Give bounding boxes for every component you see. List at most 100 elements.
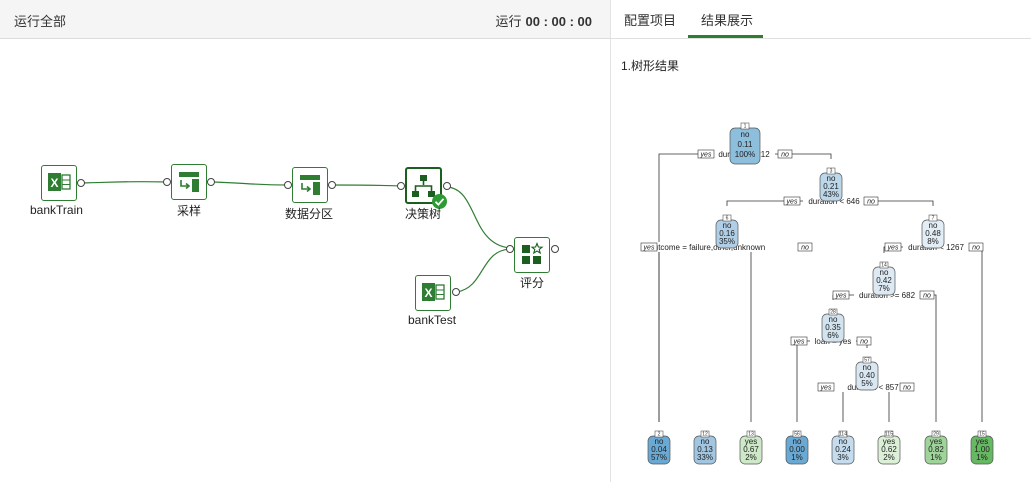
svg-text:yes: yes bbox=[793, 339, 805, 346]
tab-results[interactable]: 结果展示 bbox=[701, 13, 754, 28]
svg-text:no: no bbox=[827, 174, 836, 183]
svg-text:3%: 3% bbox=[837, 453, 849, 462]
svg-text:1%: 1% bbox=[791, 453, 803, 462]
partition-icon bbox=[300, 175, 320, 195]
svg-text:1%: 1% bbox=[930, 453, 942, 462]
svg-text:no: no bbox=[860, 339, 868, 346]
excel-icon: X bbox=[48, 173, 71, 191]
svg-text:7: 7 bbox=[932, 216, 935, 222]
svg-text:no: no bbox=[793, 437, 802, 446]
node-label: 决策树 bbox=[405, 207, 442, 221]
sample-icon bbox=[179, 172, 199, 192]
svg-text:X: X bbox=[424, 286, 432, 300]
svg-text:no: no bbox=[655, 437, 664, 446]
svg-text:57%: 57% bbox=[651, 453, 667, 462]
svg-text:2%: 2% bbox=[745, 453, 757, 462]
input-port[interactable] bbox=[163, 178, 171, 186]
timer-label: 运行 bbox=[495, 14, 522, 29]
no-branch-label: no bbox=[863, 196, 879, 206]
svg-text:8%: 8% bbox=[927, 237, 939, 246]
svg-text:13: 13 bbox=[748, 432, 754, 438]
node-banktest[interactable]: X bbox=[415, 275, 451, 311]
svg-text:43%: 43% bbox=[823, 190, 839, 199]
svg-text:X: X bbox=[50, 176, 58, 190]
svg-text:no: no bbox=[723, 221, 732, 230]
no-branch-label: no bbox=[899, 382, 915, 392]
output-port[interactable] bbox=[77, 179, 85, 187]
svg-text:no: no bbox=[867, 199, 875, 206]
tab-config[interactable]: 配置项目 bbox=[624, 13, 677, 28]
node-score[interactable] bbox=[514, 237, 550, 273]
svg-text:0.67: 0.67 bbox=[743, 445, 759, 454]
svg-text:29: 29 bbox=[933, 432, 939, 438]
svg-text:yes: yes bbox=[887, 245, 899, 252]
svg-text:no: no bbox=[972, 245, 980, 252]
svg-text:35%: 35% bbox=[719, 237, 735, 246]
input-port[interactable] bbox=[397, 182, 405, 190]
svg-text:6%: 6% bbox=[827, 331, 839, 340]
svg-text:no: no bbox=[741, 130, 750, 139]
svg-text:yes: yes bbox=[786, 199, 798, 206]
svg-text:poutcome = failure,other,unkno: poutcome = failure,other,unknown bbox=[645, 243, 765, 252]
node-partition[interactable] bbox=[292, 167, 328, 203]
connector-dtree-score bbox=[446, 186, 511, 249]
svg-text:56: 56 bbox=[794, 432, 800, 438]
node-label: bankTrain bbox=[30, 203, 83, 217]
node-label: bankTest bbox=[408, 313, 457, 327]
input-port[interactable] bbox=[506, 245, 514, 253]
svg-text:0.21: 0.21 bbox=[823, 182, 839, 191]
output-port[interactable] bbox=[328, 181, 336, 189]
svg-text:33%: 33% bbox=[697, 453, 713, 462]
node-sample[interactable] bbox=[171, 164, 207, 200]
connector-banktrain-sample bbox=[80, 180, 168, 184]
svg-text:0.62: 0.62 bbox=[881, 445, 897, 454]
output-port[interactable] bbox=[443, 182, 451, 190]
svg-text:0.00: 0.00 bbox=[789, 445, 805, 454]
svg-text:5%: 5% bbox=[861, 379, 873, 388]
svg-text:114: 114 bbox=[839, 432, 847, 438]
svg-text:yes: yes bbox=[820, 385, 832, 392]
yes-branch-label: yes bbox=[697, 149, 715, 159]
svg-text:2: 2 bbox=[658, 432, 661, 438]
svg-text:yes: yes bbox=[643, 245, 655, 252]
output-port[interactable] bbox=[551, 245, 559, 253]
run-all-button[interactable]: 运行全部 bbox=[14, 14, 67, 29]
no-branch-label: no bbox=[919, 290, 935, 300]
svg-text:115: 115 bbox=[885, 432, 893, 438]
yes-branch-label: yes bbox=[790, 336, 808, 346]
svg-text:57: 57 bbox=[864, 358, 870, 364]
result-tabs: 配置项目 结果展示 bbox=[611, 0, 1031, 39]
svg-text:duration >= 682: duration >= 682 bbox=[859, 291, 916, 300]
svg-text:1%: 1% bbox=[976, 453, 988, 462]
no-branch-label: no bbox=[797, 242, 813, 252]
svg-text:6: 6 bbox=[726, 216, 729, 222]
output-port[interactable] bbox=[207, 178, 215, 186]
svg-text:no: no bbox=[839, 437, 848, 446]
node-banktrain[interactable]: X bbox=[41, 165, 77, 201]
svg-text:no: no bbox=[781, 152, 789, 159]
input-port[interactable] bbox=[284, 181, 292, 189]
yes-branch-label: yes bbox=[832, 290, 850, 300]
svg-text:0.82: 0.82 bbox=[928, 445, 944, 454]
svg-text:15: 15 bbox=[979, 432, 985, 438]
svg-text:yes: yes bbox=[700, 152, 712, 159]
svg-text:0.48: 0.48 bbox=[925, 229, 941, 238]
workflow-canvas[interactable]: X bankTrain 采样 bbox=[0, 39, 610, 482]
output-port[interactable] bbox=[452, 288, 460, 296]
node-label: 评分 bbox=[520, 276, 545, 290]
svg-text:12: 12 bbox=[702, 432, 708, 438]
yes-branch-label: yes bbox=[640, 242, 658, 252]
